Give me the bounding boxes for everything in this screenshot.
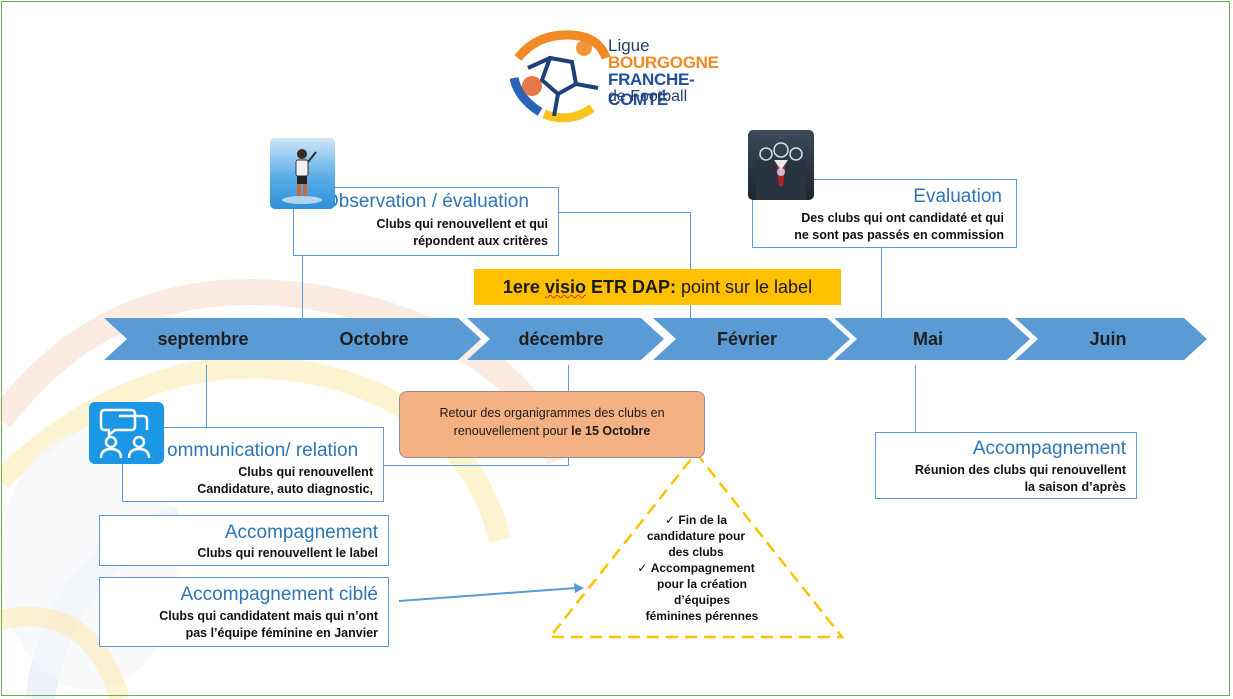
visio-bold-underlined: visio [544, 277, 586, 297]
month-mai: Mai [912, 329, 943, 349]
triangle-item2-line4: féminines pérennes [645, 609, 759, 623]
triangle-item1-line1: Fin de la [678, 513, 728, 527]
triangle-item2-line3: d’équipes [673, 593, 730, 607]
visio-banner: 1ere visio ETR DAP: point sur le label [474, 269, 841, 305]
retour-line1: Retour des organigrammes des clubs en [439, 406, 665, 420]
accompagnement-right-line1: Réunion des clubs qui renouvellent [914, 463, 1126, 477]
accompagnement-right-line2: la saison d’après [1024, 480, 1126, 494]
chevron-septembre [104, 318, 309, 360]
check-icon: ✓ [664, 513, 676, 527]
chevron-decembre [467, 318, 664, 360]
triangle-item1-line3: des clubs [668, 545, 724, 559]
triangle-item1-line2: candidature pour [646, 529, 745, 543]
accompagnement-left-box: Accompagnement Clubs qui renouvellent le… [99, 515, 389, 566]
retour-line2-bold: le 15 Octobre [571, 424, 651, 438]
league-logo: Ligue BOURGOGNE FRANCHE-COMTÉ de Footbal… [510, 28, 720, 124]
chat-people-icon [89, 402, 164, 464]
month-fevrier: Février [716, 329, 778, 349]
cible-arrow-line [398, 587, 577, 602]
accompagnement-left-title: Accompagnement [224, 522, 378, 543]
accompagnement-cible-line2: pas l’équipe féminine en Janvier [185, 626, 378, 640]
connector-observation-left [302, 256, 303, 318]
communication-box: ommunication/ relation Clubs qui renouve… [122, 427, 384, 502]
retour-line2: renouvellement pour le 15 Octobre [400, 424, 704, 438]
accompagnement-right-title: Accompagnement [972, 438, 1126, 459]
accompagnement-left-line1: Clubs qui renouvellent le label [197, 546, 378, 560]
visio-normal: point sur le label [675, 277, 813, 297]
month-juin: Juin [1089, 329, 1127, 349]
chevron-fevrier [653, 318, 850, 360]
referee-icon [270, 138, 335, 209]
communication-line2: Candidature, auto diagnostic, [197, 482, 373, 496]
chevron-octobre [275, 318, 481, 360]
logo-ball-icon [510, 30, 610, 123]
retour-line2-normal: renouvellement pour [453, 424, 572, 438]
triangle-item2: ✓ Accompagnement [596, 560, 796, 576]
visio-bold-rest: ETR DAP: [585, 277, 676, 297]
milestone-triangle [547, 450, 845, 639]
retour-box: Retour des organigrammes des clubs en re… [399, 391, 705, 458]
triangle-item2-line2: pour la création [656, 577, 748, 591]
observation-box: Observation / évaluation Clubs qui renou… [293, 187, 559, 256]
businessman-icon [748, 130, 814, 200]
month-septembre: septembre [157, 329, 249, 349]
connector-observation-right [690, 212, 691, 320]
evaluation-box: Evaluation Des clubs qui ont candidaté e… [752, 179, 1017, 248]
month-decembre: décembre [518, 329, 604, 349]
evaluation-line1: Des clubs qui ont candidaté et qui [801, 211, 1004, 225]
logo-line-de-football: de Football [608, 88, 688, 105]
observation-line1: Clubs qui renouvellent et qui [376, 217, 548, 231]
connector-mai [915, 365, 916, 433]
triangle-item2-line1: Accompagnement [650, 561, 755, 575]
logo-line-ligue: Ligue [608, 36, 650, 55]
month-octobre: Octobre [339, 329, 409, 349]
triangle-item1: ✓ Fin de la [596, 512, 796, 528]
accompagnement-cible-box: Accompagnement ciblé Clubs qui candidate… [99, 577, 389, 647]
accompagnement-cible-line1: Clubs qui candidatent mais qui n’ont [159, 609, 378, 623]
observation-line2: répondent aux critères [413, 234, 548, 248]
evaluation-line2: ne sont pas passés en commission [794, 228, 1004, 242]
connector-septembre [206, 365, 207, 427]
accompagnement-right-box: Accompagnement Réunion des clubs qui ren… [875, 432, 1137, 499]
triangle-content: ✓ Fin de la candidature pour des clubs ✓… [596, 512, 796, 624]
observation-title: Observation / évaluation [324, 191, 529, 212]
connector-evaluation [881, 248, 882, 318]
logo-line-franche-comte: FRANCHE-COMTÉ [608, 70, 695, 109]
logo-line-bourgogne: BOURGOGNE [608, 53, 719, 72]
chevron-mai [834, 318, 1030, 360]
evaluation-title: Evaluation [913, 186, 1002, 207]
cible-arrowhead [574, 583, 584, 593]
chevron-juin [1015, 318, 1207, 360]
visio-bold: 1ere [502, 277, 545, 297]
communication-title: ommunication/ relation [167, 440, 359, 461]
accompagnement-cible-title: Accompagnement ciblé [180, 584, 379, 605]
check-icon: ✓ [637, 561, 648, 575]
connector-decembre-horizontal [384, 465, 569, 466]
communication-line1: Clubs qui renouvellent [238, 465, 373, 479]
